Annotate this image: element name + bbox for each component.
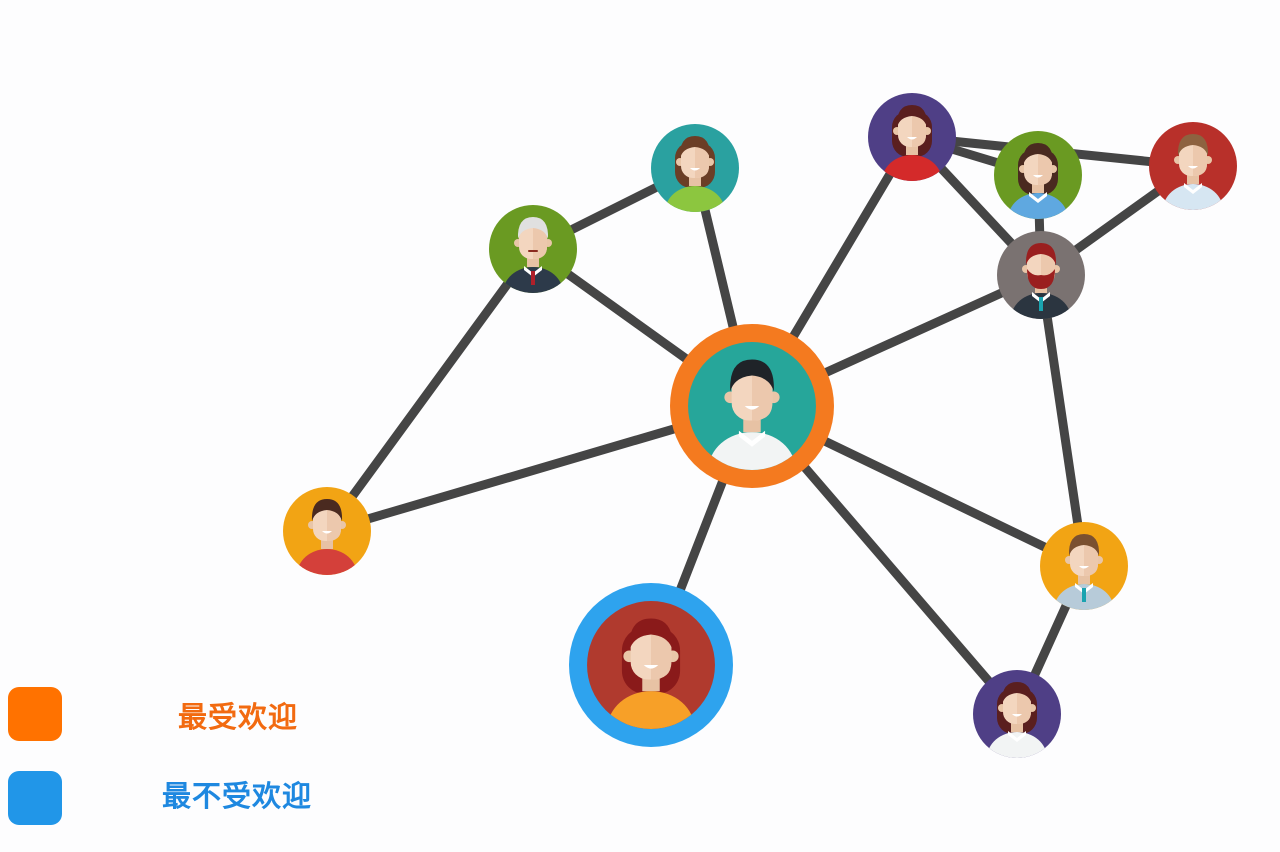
nodes-layer <box>283 93 1237 758</box>
person-icon <box>708 359 796 470</box>
person-icon <box>987 682 1047 758</box>
person-icon <box>297 499 357 575</box>
legend-label-most-popular: 最受欢迎 <box>178 700 299 734</box>
person-icon <box>882 105 942 181</box>
person-icon <box>665 136 725 212</box>
avatar-node-man-red-bg <box>1149 122 1237 210</box>
avatar-node-woman-green <box>994 131 1082 219</box>
legend-swatch-least-popular <box>8 771 62 825</box>
person-icon <box>1008 143 1068 219</box>
person-icon <box>1011 243 1071 319</box>
person-icon <box>607 618 695 729</box>
avatar-node-old-man <box>489 205 577 293</box>
avatar-node-center-man <box>670 324 834 488</box>
avatar-node-boy-orange <box>283 487 371 575</box>
edge-bearded-man-man-orange <box>1036 270 1089 571</box>
avatar-node-woman-teal <box>651 124 739 212</box>
person-icon <box>1054 534 1114 610</box>
avatar-node-woman-purple-bottom <box>973 670 1061 758</box>
avatar-node-woman-purple-top <box>868 93 956 181</box>
person-icon <box>1163 134 1223 210</box>
edge-old-man-boy-orange <box>322 244 538 536</box>
avatar-node-man-orange <box>1040 522 1128 610</box>
legend-label-least-popular: 最不受欢迎 <box>162 779 313 813</box>
legend-swatch-most-popular <box>8 687 62 741</box>
avatar-node-woman-red-bg <box>569 583 733 747</box>
person-icon <box>503 217 563 293</box>
avatar-node-bearded-man <box>997 231 1085 319</box>
